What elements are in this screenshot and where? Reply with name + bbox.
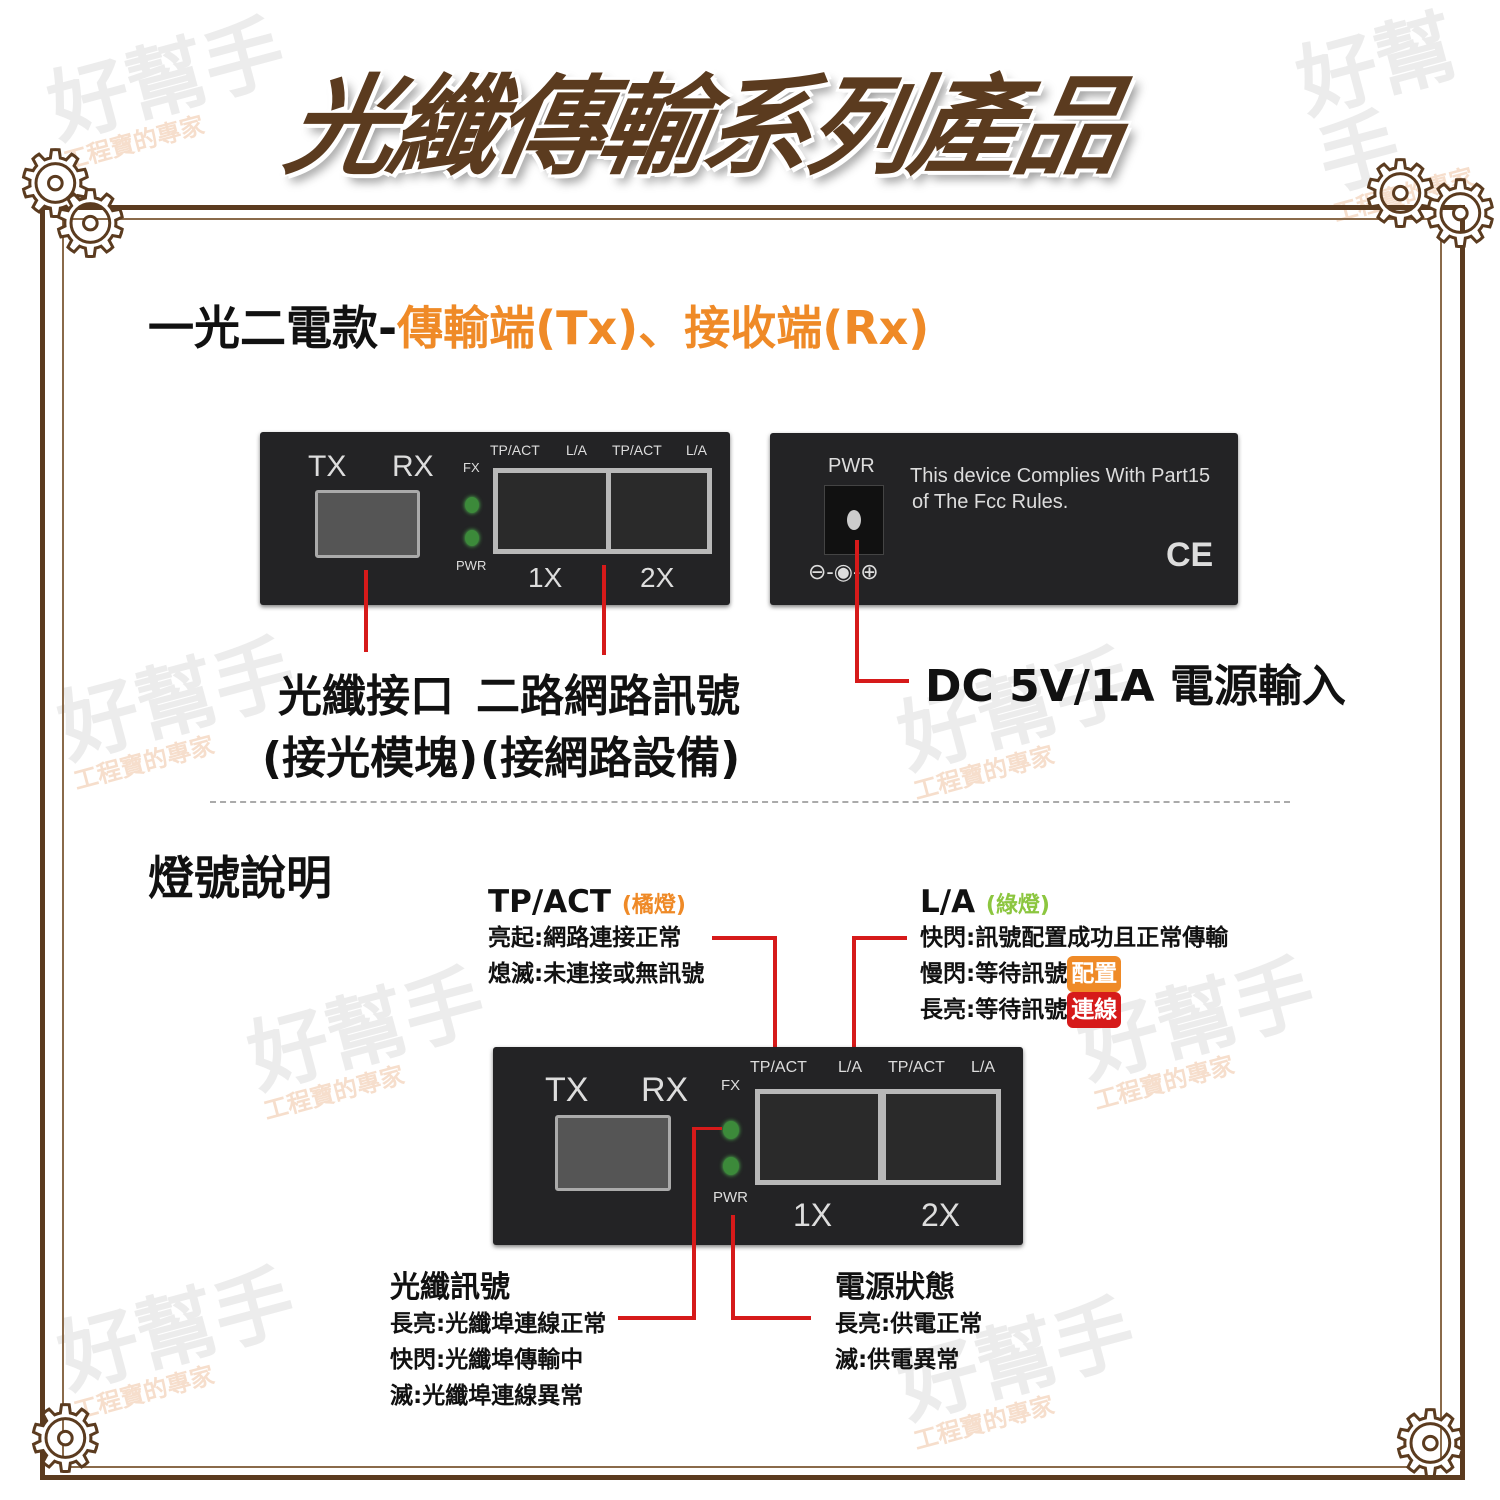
page-title: 光纖傳輸系列產品 xyxy=(277,65,1132,190)
tag-connect: 連線 xyxy=(1067,992,1122,1028)
callout-line xyxy=(731,1316,811,1320)
la-label: L/A xyxy=(566,442,588,458)
rj45-port-1 xyxy=(493,468,611,554)
tp-act-on: 亮起:網路連接正常 xyxy=(488,925,682,951)
callout-line xyxy=(773,936,777,1061)
callout-line xyxy=(855,679,909,683)
back-panel: PWR ⊖-◉-⊕ This device Complies With Part… xyxy=(770,433,1238,605)
tp-act-label: TP/ACT xyxy=(888,1059,945,1076)
rx-label: RX xyxy=(641,1071,689,1109)
tx-label: TX xyxy=(545,1071,589,1109)
frame-border xyxy=(40,205,1465,1480)
fiber-steady: 長亮:光纖埠連線正常 xyxy=(390,1311,607,1337)
rj45-port-2 xyxy=(606,468,712,554)
led-section-heading: 燈號說明 xyxy=(148,851,332,905)
power-led-legend: 電源狀態 長亮:供電正常 滅:供電異常 xyxy=(835,1262,982,1378)
fx-label: FX xyxy=(721,1077,741,1094)
front-panel-led-diagram: TX RX FX PWR TP/ACT L/A TP/ACT L/A 1X 2X xyxy=(493,1047,1023,1245)
fiber-port-sub: (接光模塊) xyxy=(262,733,479,784)
la-label: L/A xyxy=(971,1059,996,1076)
fiber-title: 光纖訊號 xyxy=(390,1270,510,1305)
tp-act-title: TP/ACT xyxy=(488,884,612,920)
callout-line xyxy=(852,936,856,1061)
port2-label: 2X xyxy=(921,1197,961,1233)
la-fast-blink: 快閃:訊號配置成功且正常傳輸 xyxy=(920,925,1229,951)
lan-ports-label: 二路網路訊號 xyxy=(476,671,740,722)
orange-label: (橘燈) xyxy=(621,893,686,918)
callout-line xyxy=(692,1127,696,1319)
callout-line xyxy=(618,1316,696,1320)
fiber-port-label: 光纖接口 xyxy=(278,671,454,722)
la-legend: L/A (綠燈) 快閃:訊號配置成功且正常傳輸 慢閃:等待訊號配置 長亮:等待訊… xyxy=(920,884,1228,1028)
tx-label: TX xyxy=(308,450,347,483)
pwr-led xyxy=(465,530,479,546)
fcc-text-2: of The Fcc Rules. xyxy=(912,491,1069,513)
fiber-blink: 快閃:光纖埠傳輸中 xyxy=(390,1347,584,1373)
divider xyxy=(210,801,1290,803)
rx-label: RX xyxy=(392,450,434,483)
gear-icon: ⚙ xyxy=(1419,162,1500,267)
la-steady: 長亮:等待訊號 xyxy=(920,997,1068,1023)
polarity-symbol: ⊖-◉-⊕ xyxy=(808,559,879,584)
callout-line xyxy=(712,936,776,940)
port2-label: 2X xyxy=(640,562,675,593)
fcc-text: This device Complies With Part15 xyxy=(910,465,1211,487)
callout-line xyxy=(692,1127,722,1130)
fiber-off: 滅:光纖埠連線異常 xyxy=(390,1383,584,1409)
power-title: 電源狀態 xyxy=(835,1270,955,1305)
port1-label: 1X xyxy=(528,562,563,593)
port1-label: 1X xyxy=(793,1197,833,1233)
la-label: L/A xyxy=(686,442,708,458)
gear-icon: ⚙ xyxy=(1359,142,1443,247)
lan-ports-sub: (接網路設備) xyxy=(480,733,741,784)
rj45-port-1 xyxy=(755,1089,883,1185)
callout-line xyxy=(602,565,606,655)
callout-line xyxy=(731,1215,735,1319)
la-title: L/A xyxy=(920,884,976,920)
sfp-port xyxy=(315,490,420,558)
dc-jack xyxy=(824,485,884,555)
tp-act-label: TP/ACT xyxy=(490,442,540,458)
tp-act-label: TP/ACT xyxy=(750,1059,807,1076)
gear-icon: ⚙ xyxy=(49,172,133,277)
la-label: L/A xyxy=(838,1059,863,1076)
power-steady: 長亮:供電正常 xyxy=(835,1311,983,1337)
pwr-label: PWR xyxy=(713,1189,748,1206)
heading-tx-rx: 傳輸端(Tx)、接收端(Rx) xyxy=(397,301,930,355)
power-input-label: DC 5V/1A 電源輸入 xyxy=(925,661,1346,712)
tag-config: 配置 xyxy=(1067,956,1122,992)
fiber-led-legend: 光纖訊號 長亮:光纖埠連線正常 快閃:光纖埠傳輸中 滅:光纖埠連線異常 xyxy=(390,1262,606,1414)
fx-led xyxy=(465,497,479,513)
tp-act-legend: TP/ACT (橘燈) 亮起:網路連接正常 熄滅:未連接或無訊號 xyxy=(488,884,704,992)
fx-label: FX xyxy=(463,460,480,475)
gear-icon: ⚙ xyxy=(24,1387,108,1492)
sfp-port xyxy=(555,1115,671,1191)
rj45-port-2 xyxy=(881,1089,1001,1185)
callout-line xyxy=(855,540,859,682)
la-slow-blink: 慢閃:等待訊號 xyxy=(920,961,1068,987)
gear-icon: ⚙ xyxy=(14,132,98,237)
green-label: (綠燈) xyxy=(985,893,1050,918)
pwr-led xyxy=(723,1157,739,1175)
front-panel: TX RX FX PWR TP/ACT L/A TP/ACT L/A 1X 2X xyxy=(260,432,730,605)
pwr-label: PWR xyxy=(828,455,875,477)
heading-model: 一光二電款- xyxy=(148,301,398,355)
tp-act-off: 熄滅:未連接或無訊號 xyxy=(488,961,705,987)
gear-icon: ⚙ xyxy=(1389,1392,1473,1497)
frame-inner-border xyxy=(62,218,1442,1468)
section1-heading: 一光二電款-傳輸端(Tx)、接收端(Rx) xyxy=(148,292,929,358)
callout-line xyxy=(852,936,907,940)
callout-line xyxy=(364,570,368,652)
fx-led xyxy=(723,1121,739,1139)
tp-act-label: TP/ACT xyxy=(612,442,662,458)
pwr-label: PWR xyxy=(456,558,487,573)
power-off: 滅:供電異常 xyxy=(835,1347,960,1373)
ce-mark: CE xyxy=(1166,536,1214,574)
